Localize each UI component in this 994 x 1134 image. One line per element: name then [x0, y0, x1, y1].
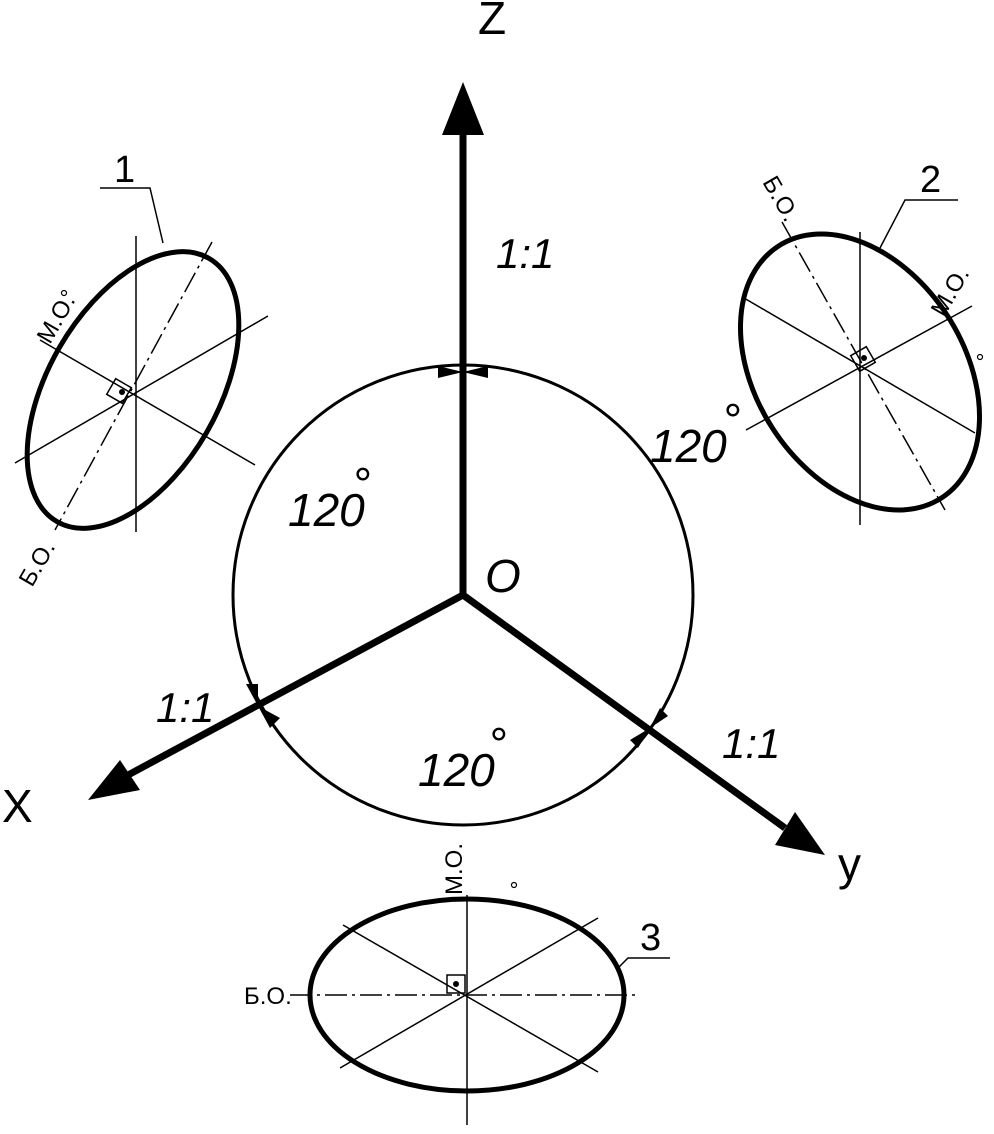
ellipse-3-center-mark	[446, 974, 466, 994]
x-axis-label: X	[2, 780, 33, 832]
y-scale-label: 1:1	[722, 720, 780, 767]
ellipse-1-minor-axis-label: М.О.	[32, 289, 81, 348]
angle-bottom: 120 °	[418, 718, 506, 796]
svg-text:°: °	[488, 718, 506, 770]
x-axis-arrowhead	[88, 760, 140, 800]
angle-right: 120 °	[650, 394, 740, 472]
ellipse-3-number: 3	[640, 917, 661, 959]
angle-left: 120 °	[288, 458, 370, 536]
ellipse-2-number: 2	[920, 159, 941, 201]
ellipse-1-group: 1 М.О. Б.О.	[14, 149, 269, 591]
ellipse-2	[737, 231, 983, 513]
ellipse-2-group: 2 Б.О. М.О.	[737, 159, 984, 525]
x-scale-label: 1:1	[156, 684, 214, 731]
ellipse-2-major-axis-label: Б.О.	[757, 172, 804, 227]
ellipse-3-minor-axis-label: М.О.	[441, 843, 468, 895]
ellipse-2-minor-axis-label: М.О.	[926, 262, 975, 321]
ellipse-2-center-mark	[849, 345, 877, 373]
svg-text:°: °	[722, 394, 740, 446]
circle-arrow-marks	[246, 366, 668, 748]
z-axis	[442, 82, 484, 595]
z-scale-label: 1:1	[496, 230, 554, 277]
z-axis-label: Z	[478, 0, 506, 44]
ellipse-1-center-mark	[105, 377, 133, 405]
ellipse-1-number: 1	[114, 149, 135, 191]
y-axis	[460, 592, 825, 855]
ellipse-1	[24, 249, 242, 531]
svg-text:120: 120	[650, 420, 727, 472]
origin-label: O	[485, 550, 521, 602]
ellipse-3-group: 3 Б.О. М.О.	[244, 843, 670, 1125]
z-axis-arrowhead	[442, 82, 484, 135]
y-axis-label: y	[838, 838, 861, 890]
svg-text:120: 120	[418, 744, 495, 796]
ellipse-1-major-axis-label: Б.О.	[14, 536, 61, 591]
svg-text:°: °	[352, 458, 370, 510]
ellipse-3-major-axis-label: Б.О.	[244, 983, 292, 1010]
x-axis	[88, 591, 465, 800]
svg-text:120: 120	[288, 484, 365, 536]
y-axis-arrowhead	[775, 812, 825, 855]
